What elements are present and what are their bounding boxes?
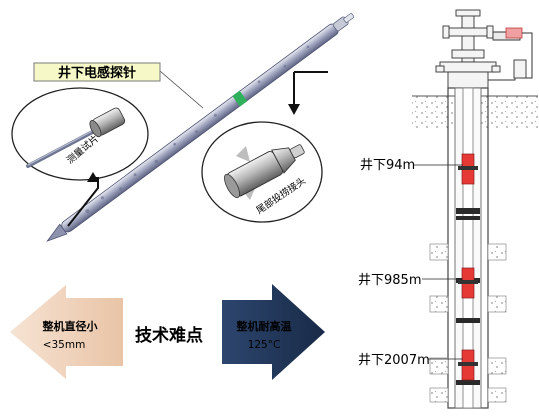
probe-title: 井下电感探针 bbox=[58, 65, 136, 81]
depth-label-2: 井下985m bbox=[358, 273, 421, 288]
right-arrow-shape bbox=[222, 284, 325, 380]
depth-label-3: 井下2007m bbox=[358, 353, 430, 368]
right-arrow-line1: 整机耐高温 bbox=[236, 319, 292, 333]
left-arrow-line1: 整机直径小 bbox=[42, 319, 98, 333]
well-schematic: 井下94m 井下985m 井下2007m bbox=[358, 9, 538, 409]
difficulty-section: 整机直径小 <35mm 技术难点 整机耐高温 125°C bbox=[10, 284, 325, 380]
wellhead-icon bbox=[435, 9, 521, 89]
probe-position-markers bbox=[458, 153, 478, 381]
fishing-joint-callout: 尾部投捞接头 bbox=[201, 71, 328, 223]
coupon-callout: 测量试片 bbox=[11, 87, 149, 227]
left-arrow-shape bbox=[10, 285, 123, 379]
depth-labels: 井下94m 井下985m 井下2007m bbox=[358, 158, 463, 368]
depth-label-1: 井下94m bbox=[360, 158, 415, 173]
probe-illustration bbox=[46, 13, 355, 242]
probe-title-callout: 井下电感探针 bbox=[33, 62, 204, 109]
right-arrow-line2: 125°C bbox=[248, 339, 281, 351]
difficulty-center-label: 技术难点 bbox=[135, 325, 203, 346]
left-arrow-line2: <35mm bbox=[43, 339, 86, 351]
